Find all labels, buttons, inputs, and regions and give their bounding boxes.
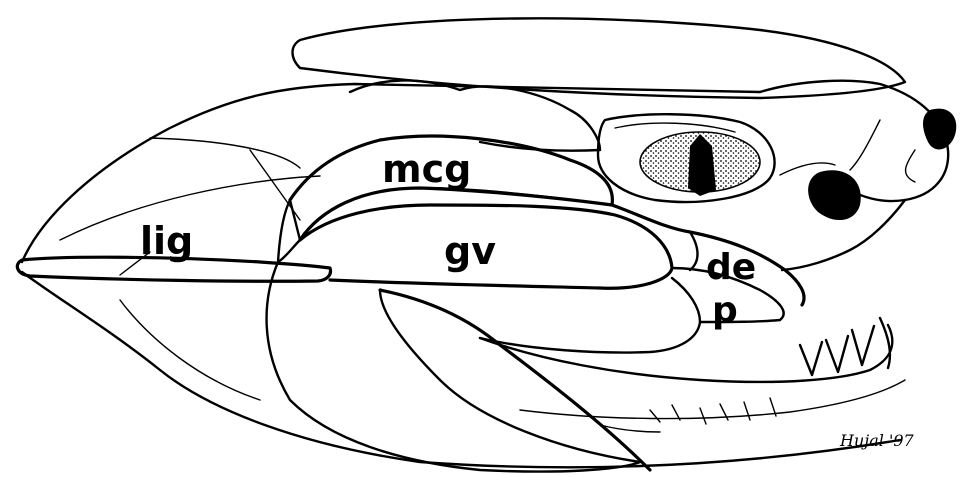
artist-signature: Hujal '97 (839, 431, 915, 450)
label-mcg: mcg (382, 147, 471, 191)
label-de: de (706, 247, 756, 288)
label-lig: lig (140, 219, 193, 263)
eye (598, 114, 775, 202)
snout (760, 81, 956, 270)
label-gv: gv (444, 229, 496, 273)
label-p: p (712, 290, 738, 331)
skull-roof (293, 18, 906, 98)
